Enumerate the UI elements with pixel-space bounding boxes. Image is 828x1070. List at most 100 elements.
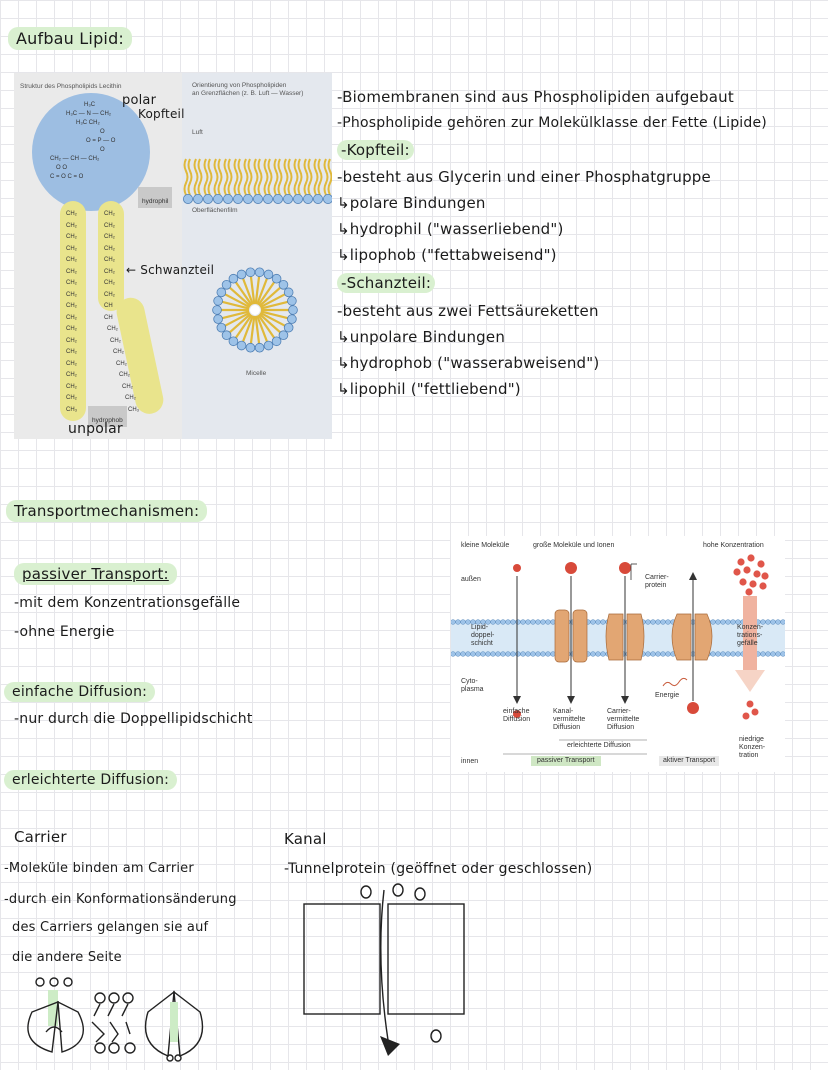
- note-line: -Schanzteil:: [337, 268, 797, 298]
- label-carrier-protein: Carrier- protein: [645, 574, 669, 590]
- kanal-title: Kanal: [284, 830, 327, 848]
- label-luft: Luft: [192, 129, 203, 137]
- label-grosse-molekuele: große Moleküle und Ionen: [533, 542, 614, 550]
- chain-group: CH₂: [66, 382, 77, 394]
- note-line: ↳lipophil ("fettliebend"): [337, 376, 797, 402]
- small-molecule-out: [513, 564, 521, 572]
- note-line: -Biomembranen sind aus Phospholipiden au…: [337, 84, 797, 110]
- chain-group: CH₂: [66, 255, 77, 267]
- note-line: ↳unpolare Bindungen: [337, 324, 797, 350]
- note-line: ↳hydrophil ("wasserliebend"): [337, 216, 797, 242]
- label-kanal-diffusion: Kanal- vermittelte Diffusion: [553, 708, 585, 732]
- label-passiver-transport: passiver Transport: [531, 756, 601, 766]
- chain-group: CH₂: [66, 359, 77, 371]
- chain-group: CH: [104, 301, 139, 313]
- label-hydrophil: hydrophil: [138, 187, 172, 208]
- chain-group: CH₂: [66, 221, 77, 233]
- kanal-line-1: -Tunnelprotein (geöffnet oder geschlosse…: [284, 861, 592, 877]
- simple-diffusion-title: einfache Diffusion:: [4, 682, 155, 702]
- note-line: -Phospholipide gehören zur Molekülklasse…: [337, 110, 797, 136]
- label-innen: innen: [461, 758, 478, 766]
- chain-group: CH: [104, 313, 139, 325]
- chain-group: CH₂: [66, 278, 77, 290]
- caption-orientation-2: an Grenzflächen (z. B. Luft — Wasser): [192, 90, 303, 98]
- chain-group: CH₂: [104, 347, 139, 359]
- label-schwanzteil: ← Schwanzteil: [126, 263, 214, 277]
- label-lipid-doppelschicht: Lipid- doppel- schicht: [471, 624, 494, 648]
- label-cytoplasma: Cyto- plasma: [461, 678, 484, 694]
- head-chemistry: H₃C H₃C — N — CH₂ H₃C CH₂ O O = P — O O …: [78, 101, 115, 182]
- label-oberflaechenfilm: Oberflächenfilm: [192, 207, 238, 215]
- carrier-line-3: des Carriers gelangen sie auf: [12, 920, 208, 935]
- label-kleine-molekuele: kleine Moleküle: [461, 542, 509, 550]
- passive-title: passiver Transport:: [14, 563, 177, 585]
- kanal-sketch: [296, 880, 476, 1060]
- facilitated-title: erleichterte Diffusion:: [4, 770, 177, 790]
- label-carrier-diffusion: Carrier- vermittelte Diffusion: [607, 708, 639, 732]
- phospholipid-figure: Struktur des Phospholipids Lecithin Orie…: [14, 73, 332, 439]
- chain-group: CH₂: [66, 244, 77, 256]
- transport-title: Transportmechanismen:: [6, 500, 207, 522]
- chain-group: CH₂: [104, 324, 139, 336]
- note-line: -Kopfteil:: [337, 136, 797, 164]
- transport-figure: kleine Moleküle große Moleküle und Ionen…: [451, 536, 785, 772]
- chain-group: CH₃: [66, 405, 77, 417]
- chain-group: CH₂: [66, 347, 77, 359]
- chain-group: CH₂: [66, 232, 77, 244]
- chain-group: CH₂: [104, 382, 139, 394]
- chain-group: CH₂: [104, 244, 139, 256]
- chain-group: CH₂: [104, 232, 139, 244]
- chain-group: CH₂: [66, 290, 77, 302]
- chain-group: CH₂: [66, 370, 77, 382]
- note-line: -besteht aus Glycerin und einer Phosphat…: [337, 164, 797, 190]
- label-kopfteil: Kopfteil: [138, 107, 185, 121]
- chain-group: CH₂: [66, 324, 77, 336]
- page-title: Aufbau Lipid:: [8, 27, 132, 50]
- chain-group: CH₂: [66, 209, 77, 221]
- label-unpolar: unpolar: [68, 421, 123, 437]
- note-line: ↳lipophob ("fettabweisend"): [337, 242, 797, 268]
- label-konzentrationsgefaelle: Konzen- trations- gefälle: [737, 624, 763, 648]
- surface-film-diagram: [182, 151, 332, 207]
- label-aktiver-transport: aktiver Transport: [659, 756, 719, 766]
- label-micelle: Micelle: [246, 370, 266, 378]
- chain-group: CH₂: [104, 209, 139, 221]
- carrier-line-1: -Moleküle binden am Carrier: [4, 861, 194, 876]
- label-energie: Energie: [655, 692, 679, 700]
- label-aussen: außen: [461, 576, 481, 584]
- chain-group: CH₂: [104, 336, 139, 348]
- chain-group: CH₂: [104, 370, 139, 382]
- lipid-notes: -Biomembranen sind aus Phospholipiden au…: [337, 84, 797, 402]
- label-niedrige-konzentration: niedrige Konzen- tration: [739, 736, 765, 760]
- chain-group: CH₂: [104, 221, 139, 233]
- label-hohe-konzentration: hohe Konzentration: [703, 542, 764, 550]
- chain-group: CH₂: [104, 359, 139, 371]
- carrier-line-4: die andere Seite: [12, 950, 122, 965]
- micelle-diagram: [210, 265, 300, 355]
- chain-group: CH₂: [66, 336, 77, 348]
- passive-line-2: -ohne Energie: [14, 624, 115, 640]
- carrier-line-2: -durch ein Konformationsänderung: [4, 892, 237, 907]
- carrier-title: Carrier: [14, 828, 67, 846]
- caption-orientation-1: Orientierung von Phospholipiden: [192, 82, 286, 90]
- label-einfache-diffusion: einfache Diffusion: [503, 708, 530, 724]
- chain-group: CH₂: [66, 313, 77, 325]
- label-erleichterte-diffusion: erleichterte Diffusion: [567, 742, 631, 750]
- chain-group: CH₂: [66, 301, 77, 313]
- caption-structure: Struktur des Phospholipids Lecithin: [20, 83, 122, 91]
- simple-diffusion-line: -nur durch die Doppellipidschicht: [14, 711, 253, 727]
- chain-group: CH₂: [104, 290, 139, 302]
- carrier-sketch: [18, 972, 268, 1064]
- note-line: ↳hydrophob ("wasserabweisend"): [337, 350, 797, 376]
- transport-diagram: [451, 536, 785, 772]
- chain-group: CH₂: [66, 393, 77, 405]
- passive-line-1: -mit dem Konzentrationsgefälle: [14, 595, 240, 611]
- chain-group: CH₂: [104, 393, 139, 405]
- note-line: -besteht aus zwei Fettsäureketten: [337, 298, 797, 324]
- label-polar: polar: [122, 93, 156, 108]
- note-line: ↳polare Bindungen: [337, 190, 797, 216]
- chain-group: CH₂: [104, 278, 139, 290]
- chain-group: CH₂: [66, 267, 77, 279]
